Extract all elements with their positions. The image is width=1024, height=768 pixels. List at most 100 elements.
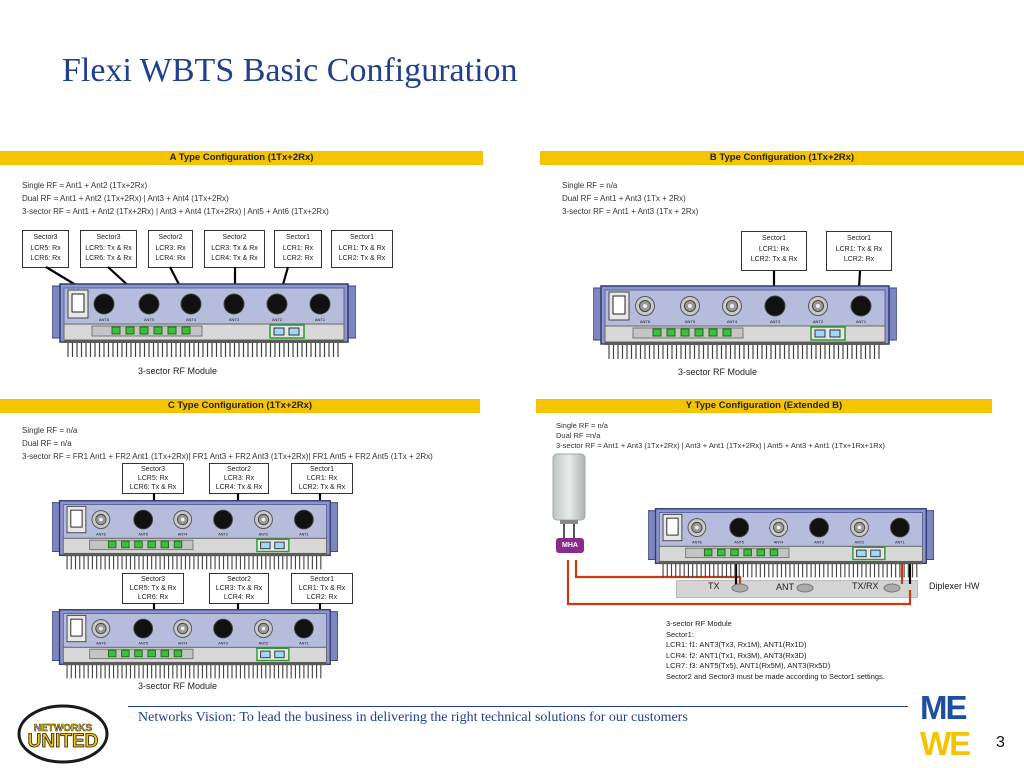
- rf-module: DC INANT6ANT5ANT4ANT3ANT2ANT1: [51, 280, 357, 365]
- networks-united-logo: NETWORKS UNITED: [17, 704, 109, 764]
- sector-box: Sector3 LCR5: Tx & Rx LCR6: Rx: [122, 573, 184, 604]
- svg-text:ANT5: ANT5: [685, 319, 696, 324]
- logo-text-top: NETWORKS: [34, 723, 93, 734]
- sector-line: LCR6: Tx & Rx: [85, 255, 132, 262]
- notes-line: LCR1: f1: ANT3(Tx3, Rx1M), ANT1(Rx1D): [666, 640, 807, 649]
- sector-line: LCR4: Tx & Rx: [215, 484, 263, 491]
- sector-line: LCR5: Tx & Rx: [85, 244, 132, 252]
- sector-box: Sector2 LCR3: Tx & Rx LCR4: Tx & Rx: [204, 230, 265, 268]
- sector-box: Sector1 LCR1: Rx LCR2: Rx: [274, 230, 322, 268]
- config-line: 3-sector RF = Ant1 + Ant3 (1Tx + 2Rx): [562, 207, 699, 216]
- rf-module-drawing: DC INANT6ANT5ANT4ANT3ANT2ANT1: [51, 283, 357, 357]
- module-caption: 3-sector RF Module: [138, 366, 218, 376]
- sector-title: Sector2: [226, 576, 252, 583]
- svg-text:ANT6: ANT6: [99, 317, 110, 322]
- panel-y-header: Y Type Configuration (Extended B): [536, 399, 992, 413]
- rf-module: DC INANT6ANT5ANT4ANT3ANT2ANT1: [592, 282, 898, 367]
- sector-box: Sector1 LCR1: Tx & Rx LCR2: Rx: [826, 231, 892, 271]
- mha-unit: MHA: [556, 538, 584, 553]
- svg-text:ANT1: ANT1: [856, 319, 867, 324]
- svg-text:ANT3: ANT3: [770, 319, 781, 324]
- sector-title: Sector1: [309, 576, 335, 583]
- sector-line: LCR1: Tx & Rx: [835, 245, 883, 253]
- rf-module-drawing: DC INANT6ANT5ANT4ANT3ANT2ANT1: [51, 609, 339, 679]
- notes-line: Sector1:: [666, 629, 694, 639]
- config-line: 3-sector RF = Ant1 + Ant2 (1Tx+2Rx) | An…: [22, 207, 329, 216]
- diplexer-txrx-label: TX/RX: [852, 581, 879, 591]
- svg-text:ANT6: ANT6: [692, 541, 702, 545]
- sector-box: Sector3 LCR5: Rx LCR6: Rx: [22, 230, 69, 268]
- notes-line: LCR4: f2: ANT1(Tx1, Rx3M), ANT3(Rx3D): [666, 650, 807, 660]
- logo-text-bottom: UNITED: [28, 731, 99, 752]
- svg-text:ANT3: ANT3: [218, 533, 228, 537]
- mewe-logo: ME WE: [920, 690, 980, 764]
- notes-line: 3-sector RF Module: [666, 619, 732, 628]
- sector-line: LCR3: Rx: [155, 244, 186, 252]
- config-line: Dual RF = Ant1 + Ant3 (1Tx + 2Rx): [562, 194, 686, 203]
- diplexer-caption: Diplexer HW: [929, 581, 980, 591]
- sector-title: Sector3: [140, 576, 166, 583]
- svg-text:ANT6: ANT6: [96, 533, 106, 537]
- panel-c-config-text: Single RF = n/a Dual RF = n/a 3-sector R…: [22, 424, 433, 463]
- sector-line: LCR3: Tx & Rx: [215, 585, 263, 592]
- svg-text:ANT5: ANT5: [144, 317, 155, 322]
- sector-line: LCR6: Rx: [30, 255, 61, 262]
- diplexer-tx-label: TX: [708, 581, 720, 591]
- sector-title: Sector1: [761, 235, 787, 242]
- config-line: Single RF = n/a: [22, 426, 78, 435]
- svg-text:ANT4: ANT4: [178, 642, 188, 646]
- sector-title: Sector1: [285, 234, 311, 241]
- rf-module-drawing: DC INANT6ANT5ANT4ANT3ANT2ANT1: [592, 285, 898, 359]
- sector-line: LCR1: Tx & Rx: [298, 585, 346, 592]
- svg-text:ANT1: ANT1: [299, 533, 309, 537]
- sector-line: LCR2: Tx & Rx: [298, 484, 346, 491]
- sector-line: LCR4: Rx: [155, 255, 186, 262]
- antenna-icon: [552, 453, 586, 542]
- config-line: Dual RF = n/a: [22, 439, 72, 448]
- sector-line: LCR4: Tx & Rx: [211, 255, 258, 262]
- sector-box: Sector1 LCR1: Tx & Rx LCR2: Rx: [291, 573, 353, 604]
- sector-title: Sector3: [96, 234, 121, 241]
- svg-text:ANT5: ANT5: [734, 541, 744, 545]
- sector-line: LCR2: Rx: [843, 256, 875, 263]
- sector-title: Sector3: [140, 466, 166, 473]
- svg-text:ANT5: ANT5: [138, 533, 148, 537]
- svg-text:ANT1: ANT1: [895, 541, 905, 545]
- sector-box: Sector2 LCR3: Rx LCR4: Tx & Rx: [209, 463, 269, 494]
- config-line: Single RF = Ant1 + Ant2 (1Tx+2Rx): [22, 181, 148, 190]
- sector-line: LCR1: Rx: [758, 245, 790, 253]
- sector-title: Sector2: [226, 466, 252, 473]
- page-title: Flexi WBTS Basic Configuration: [62, 52, 518, 89]
- logo-text-we: WE: [920, 725, 971, 762]
- svg-text:ANT2: ANT2: [272, 317, 283, 322]
- diplexer-ant-label: ANT: [776, 582, 794, 592]
- svg-text:ANT6: ANT6: [640, 319, 651, 324]
- sector-box: Sector1 LCR1: Rx LCR2: Tx & Rx: [291, 463, 353, 494]
- sector-line: LCR6: Tx & Rx: [129, 484, 177, 491]
- sector-line: LCR1: Rx: [282, 244, 314, 252]
- sector-box: Sector1 LCR1: Rx LCR2: Tx & Rx: [741, 231, 807, 271]
- notes-line: Sector2 and Sector3 must be made accordi…: [666, 671, 885, 681]
- svg-text:ANT3: ANT3: [229, 317, 240, 322]
- module-caption: 3-sector RF Module: [678, 367, 758, 377]
- panel-a-config-text: Single RF = Ant1 + Ant2 (1Tx+2Rx) Dual R…: [22, 179, 329, 218]
- footer-tagline: Networks Vision: To lead the business in…: [138, 710, 688, 725]
- rf-module-drawing: DC INANT6ANT5ANT4ANT3ANT2ANT1: [647, 508, 935, 578]
- rf-module: DC INANT6ANT5ANT4ANT3ANT2ANT1: [51, 606, 339, 686]
- config-line: Single RF = n/a: [562, 181, 618, 190]
- sector-title: Sector1: [309, 466, 335, 473]
- rf-module: DC INANT6ANT5ANT4ANT3ANT2ANT1: [647, 505, 935, 585]
- sector-line: LCR5: Rx: [30, 244, 61, 252]
- sector-line: LCR1: Tx & Rx: [338, 244, 386, 252]
- svg-text:ANT4: ANT4: [774, 541, 784, 545]
- svg-text:ANT2: ANT2: [855, 541, 865, 545]
- sector-line: LCR4: Rx: [223, 594, 255, 601]
- panel-a-header: A Type Configuration (1Tx+2Rx): [0, 151, 483, 165]
- svg-text:ANT6: ANT6: [96, 642, 106, 646]
- rf-module: DC INANT6ANT5ANT4ANT3ANT2ANT1: [51, 497, 339, 577]
- sector-box: Sector3 LCR5: Tx & Rx LCR6: Tx & Rx: [80, 230, 137, 268]
- panel-b-config-text: Single RF = n/a Dual RF = Ant1 + Ant3 (1…: [562, 179, 698, 218]
- sector-title: Sector2: [158, 234, 183, 241]
- sector-box: Sector1 LCR1: Tx & Rx LCR2: Tx & Rx: [331, 230, 393, 268]
- svg-text:ANT4: ANT4: [186, 317, 197, 322]
